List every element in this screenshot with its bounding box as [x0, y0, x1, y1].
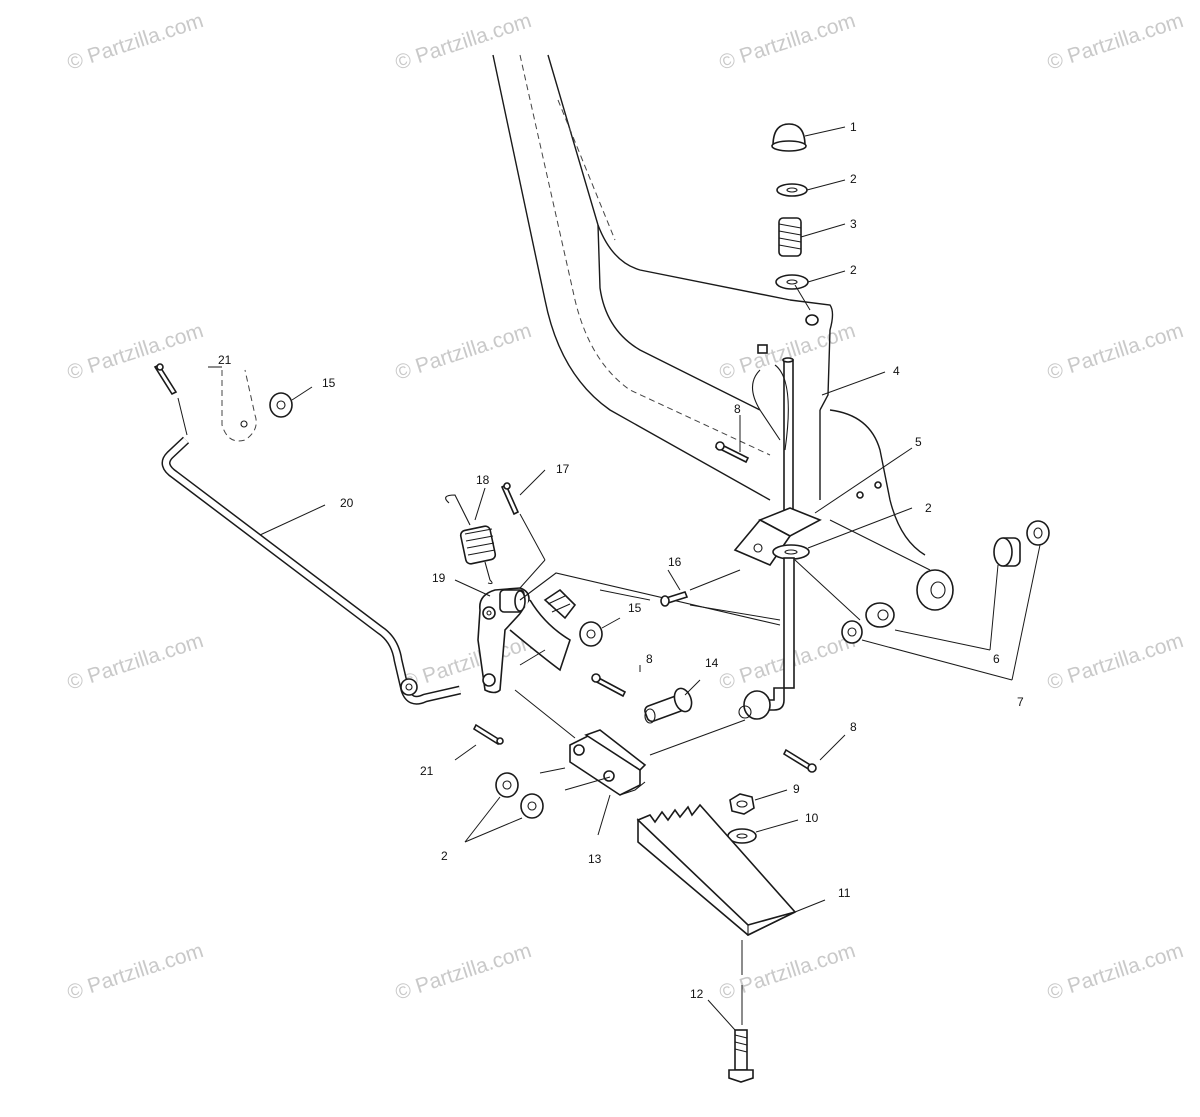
callout-21: 21 — [218, 353, 232, 367]
watermark: © Partzilla.com — [64, 939, 206, 1005]
frame-panel — [492, 54, 926, 556]
brake-pedal-icon — [636, 803, 797, 936]
watermark: © Partzilla.com — [392, 319, 534, 385]
watermark: © Partzilla.com — [392, 9, 534, 75]
callout-7: 7 — [1017, 695, 1024, 709]
nut-icon — [729, 793, 755, 815]
washer-icon — [520, 793, 544, 819]
washer-icon — [776, 183, 808, 197]
callout-15: 15 — [322, 376, 336, 390]
watermark: © Partzilla.com — [64, 319, 206, 385]
callout-9: 9 — [793, 782, 800, 796]
cotter-pin-icon — [714, 441, 750, 464]
callout-4: 4 — [893, 364, 900, 378]
linkage-rod — [738, 557, 795, 720]
callout-15: 15 — [628, 601, 642, 615]
callout-8: 8 — [646, 652, 653, 666]
watermark-layer: © Partzilla.com © Partzilla.com © Partzi… — [64, 9, 1186, 1005]
washer-icon — [269, 392, 293, 418]
callout-8: 8 — [850, 720, 857, 734]
callout-5: 5 — [915, 435, 922, 449]
cotter-pin-icon — [500, 482, 520, 516]
callout-19: 19 — [432, 571, 446, 585]
bolt-icon — [660, 591, 689, 607]
cap-part-1 — [771, 123, 807, 152]
clevis-pin-part-14 — [644, 687, 693, 724]
washer-icon — [495, 772, 519, 798]
callout-20: 20 — [340, 496, 354, 510]
callout-13: 13 — [588, 852, 602, 866]
mount-hidden-outline — [221, 369, 257, 442]
callout-18: 18 — [476, 473, 490, 487]
leader-lines — [177, 126, 1041, 1031]
spring-icon — [445, 494, 497, 585]
bushing-part-7 — [841, 520, 1050, 644]
washer-icon — [775, 274, 809, 290]
watermark: © Partzilla.com — [1044, 319, 1186, 385]
callout-17: 17 — [556, 462, 570, 476]
callout-2: 2 — [441, 849, 448, 863]
callout-1: 1 — [850, 120, 857, 134]
callout-14: 14 — [705, 656, 719, 670]
callout-3: 3 — [850, 217, 857, 231]
washer-icon — [772, 544, 810, 560]
callout-2: 2 — [850, 172, 857, 186]
callout-21: 21 — [420, 764, 434, 778]
callout-6: 6 — [993, 652, 1000, 666]
callout-2: 2 — [925, 501, 932, 515]
callout-labels: 1 2 3 2 4 8 5 2 6 7 21 15 20 18 17 16 19… — [218, 120, 1024, 1001]
cotter-pin-icon — [782, 748, 817, 773]
watermark: © Partzilla.com — [1044, 629, 1186, 695]
watermark: © Partzilla.com — [1044, 939, 1186, 1005]
watermark: © Partzilla.com — [64, 629, 206, 695]
spring-icon — [778, 217, 802, 257]
watermark: © Partzilla.com — [716, 939, 858, 1005]
cotter-pin-icon — [153, 363, 178, 396]
cotter-pin-icon — [472, 723, 504, 746]
brake-rod-part-4 — [751, 357, 794, 531]
watermark: © Partzilla.com — [1044, 9, 1186, 75]
callout-16: 16 — [668, 555, 682, 569]
watermark: © Partzilla.com — [64, 9, 206, 75]
watermark: © Partzilla.com — [716, 9, 858, 75]
bushing-part-6 — [829, 519, 954, 628]
callout-10: 10 — [805, 811, 819, 825]
callout-2: 2 — [850, 263, 857, 277]
pivot-arm-part-19 — [477, 572, 781, 694]
callout-12: 12 — [690, 987, 704, 1001]
bolt-icon — [728, 1029, 754, 1083]
linkage-rod-part-20 — [161, 436, 462, 705]
callout-11: 11 — [838, 886, 851, 900]
callout-8: 8 — [734, 402, 741, 416]
washer-icon — [579, 621, 603, 647]
watermark: © Partzilla.com — [392, 939, 534, 1005]
cotter-pin-icon — [591, 673, 627, 698]
